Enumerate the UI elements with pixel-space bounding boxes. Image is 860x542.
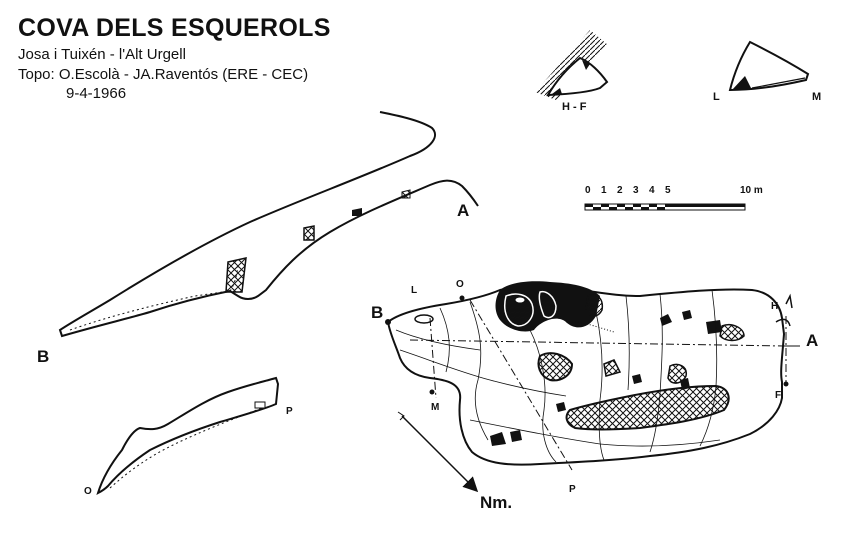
section-l-label: L [713,91,720,103]
scale-tick-2: 2 [617,185,623,196]
north-arrow: Nm. [397,411,512,512]
plan-f-label: F [775,390,781,401]
map-title: COVA DELS ESQUEROLS [18,14,331,42]
topo-credit: Topo: O.Escolà - JA.Raventós (ERE - CEC) [18,66,309,83]
scale-tick-4: 4 [649,185,655,196]
profile-b-label: B [37,347,49,366]
profile-ab: A B [37,111,479,366]
plan-o-label: O [456,279,464,290]
scale-tick-0: 0 [585,185,591,196]
scale-bar: 0 1 2 3 4 5 10 m [584,185,763,211]
cross-section-hf: H - F [535,30,609,113]
scale-tick-1: 1 [601,185,607,196]
profile-a-label: A [457,201,469,220]
section-m-label: M [812,91,821,103]
scale-tick-5: 5 [665,185,671,196]
north-label: Nm. [480,493,512,512]
plan-b-label: B [371,303,383,322]
plan-a-label: A [806,331,818,350]
profile-o-label: O [84,486,92,497]
profile-op: O P [84,376,293,497]
plan-view: B L O H A M F P [371,279,818,495]
profile-p-label: P [286,406,293,417]
section-hf-label: H - F [562,101,587,113]
plan-m-label: M [431,402,439,413]
cross-section-lm: L M [713,40,821,103]
plan-p-label: P [569,484,576,495]
scale-tick-3: 3 [633,185,639,196]
survey-date: 9-4-1966 [66,85,127,102]
location-text: Josa i Tuixén - l'Alt Urgell [18,46,186,63]
plan-l-label: L [411,285,417,296]
scale-end-label: 10 m [740,185,763,196]
plan-h-label: H [771,301,778,312]
